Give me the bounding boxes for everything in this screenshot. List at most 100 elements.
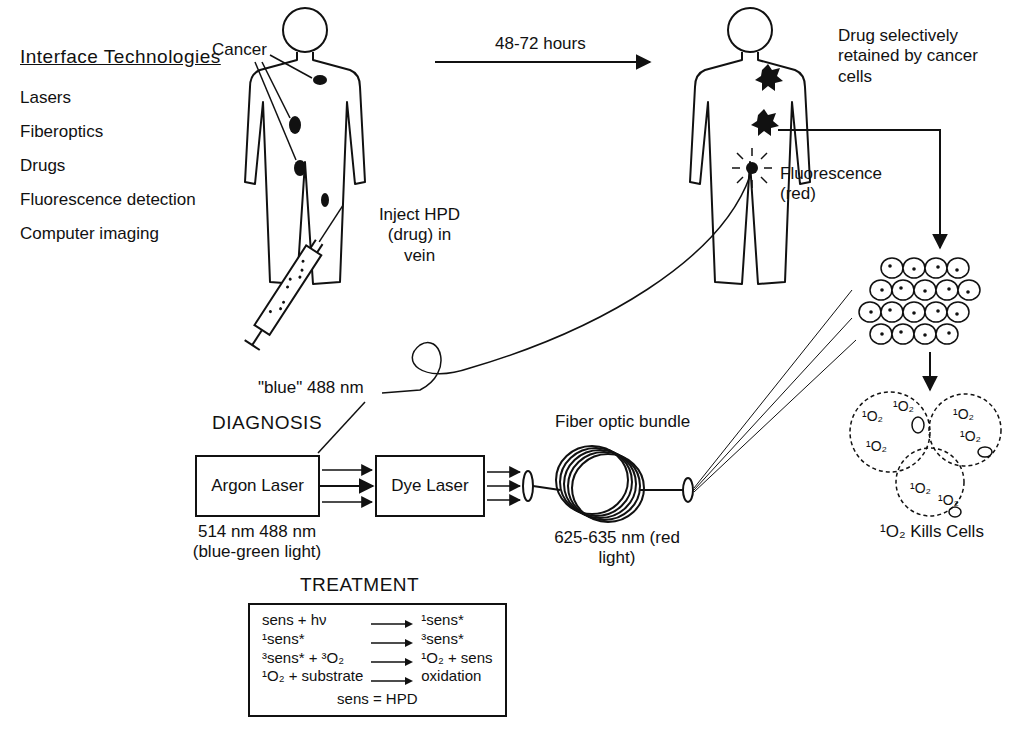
fiber-loop [556, 446, 628, 514]
fiber-loop [564, 450, 636, 518]
node-text: ¹O₂ + sens [421, 649, 492, 668]
time-label: 48-72 hours [495, 34, 586, 54]
drug-dot [923, 333, 927, 337]
cell [892, 280, 914, 300]
fluorescence-rays [732, 148, 772, 188]
node-text: oxidation [421, 667, 492, 686]
molecule-label: ¹O₂ [960, 428, 981, 445]
section-heading: TREATMENT [300, 574, 419, 597]
cell [881, 258, 903, 278]
list-item: Lasers [20, 88, 71, 108]
node-text: ¹O₂ + substrate [262, 667, 363, 686]
optical-fiber [318, 402, 365, 453]
reaction-arrow [369, 672, 415, 682]
cell [881, 302, 903, 322]
section-heading: Interface Technologies [20, 46, 221, 69]
tumor-spot [746, 64, 783, 174]
cell [870, 324, 892, 344]
cell [936, 324, 958, 344]
drug-dot [923, 289, 927, 293]
leader-line [255, 55, 312, 160]
cell [903, 258, 925, 278]
fiber-loop [568, 452, 640, 520]
cell-cluster [859, 258, 980, 344]
cell [903, 302, 925, 322]
reaction-arrow [369, 615, 415, 625]
connector-arrow [320, 485, 373, 487]
callout-label: Fiber optic bundle [555, 412, 690, 432]
callout-label: Drug selectively retained by cancer cell… [838, 26, 998, 87]
section-heading: DIAGNOSIS [212, 412, 322, 435]
dead-cell [850, 392, 1001, 516]
node-text: ³sens* + ³O₂ [262, 649, 363, 668]
caption-label: ¹O₂ Kills Cells [880, 522, 984, 542]
cell [859, 302, 881, 322]
cell [947, 302, 969, 322]
cell [892, 324, 914, 344]
molecule-label: ¹O₂ [953, 406, 974, 423]
syringe [245, 201, 351, 350]
list-item: Computer imaging [20, 224, 159, 244]
reaction-arrow [369, 634, 415, 644]
wavelength-label: "blue" 488 nm [258, 378, 364, 398]
molecule-label: ¹O₂ [910, 480, 931, 497]
drug-dot [936, 265, 940, 269]
drug-dot [966, 290, 970, 294]
drug-dot [880, 288, 884, 292]
list-item: Drugs [20, 156, 65, 176]
cell [936, 280, 958, 300]
drug-dot [947, 287, 951, 291]
cell [958, 280, 980, 300]
list-item: Fluorescence detection [20, 190, 196, 210]
node-text: Dye Laser [391, 476, 468, 496]
drug-dot [888, 308, 892, 312]
cell [925, 258, 947, 278]
drug-dot [899, 330, 903, 334]
reaction-box: sens + hν¹sens*¹sens*³sens*³sens* + ³O₂¹… [248, 603, 507, 717]
callout-label: Cancer [212, 40, 267, 60]
cell [914, 324, 936, 344]
drug-dot [899, 286, 903, 290]
drug-dot [869, 310, 873, 314]
pointer-arrow [778, 130, 940, 248]
drug-dot [955, 268, 959, 272]
reaction-arrow [369, 619, 415, 629]
node-text: sens = HPD [262, 690, 493, 709]
node-text: Argon Laser [211, 476, 304, 496]
molecule-label: ¹O₂ [866, 438, 887, 455]
molecule-label: ¹O₂ [893, 398, 914, 415]
molecule-label: ¹O₂ [862, 408, 883, 425]
node-text: ¹sens* [421, 611, 492, 630]
pointer-arrow [929, 352, 931, 390]
human-figure [690, 8, 810, 284]
callout-label: Fluorescence (red) [780, 164, 885, 205]
reaction-arrow [369, 638, 415, 648]
list-item: Fiberoptics [20, 122, 103, 142]
laser-box: Dye Laser [375, 455, 485, 517]
cell [870, 280, 892, 300]
laser-box: Argon Laser [195, 455, 320, 517]
wavelength-label: 514 nm 488 nm (blue-green light) [182, 522, 332, 563]
callout-label: Inject HPD (drug) in vein [372, 205, 467, 266]
node-text: ¹sens* [262, 630, 363, 649]
time-arrow [435, 61, 650, 63]
drug-dot [955, 312, 959, 316]
light-rays [694, 290, 856, 492]
wavelength-label: 625-635 nm (red light) [552, 528, 682, 569]
molecule-label: ¹O₂ [938, 492, 959, 509]
reaction-arrow [369, 676, 415, 686]
node-text: sens + hν [262, 611, 363, 630]
reaction-arrow [369, 657, 415, 667]
reaction-arrow [369, 653, 415, 663]
drug-dot [947, 331, 951, 335]
drug-dot [880, 332, 884, 336]
cell-debris [912, 417, 992, 517]
cell [947, 258, 969, 278]
drug-dot [912, 267, 916, 271]
cell [914, 280, 936, 300]
node-text: ³sens* [421, 630, 492, 649]
cell [925, 302, 947, 322]
drug-dot [912, 311, 916, 315]
